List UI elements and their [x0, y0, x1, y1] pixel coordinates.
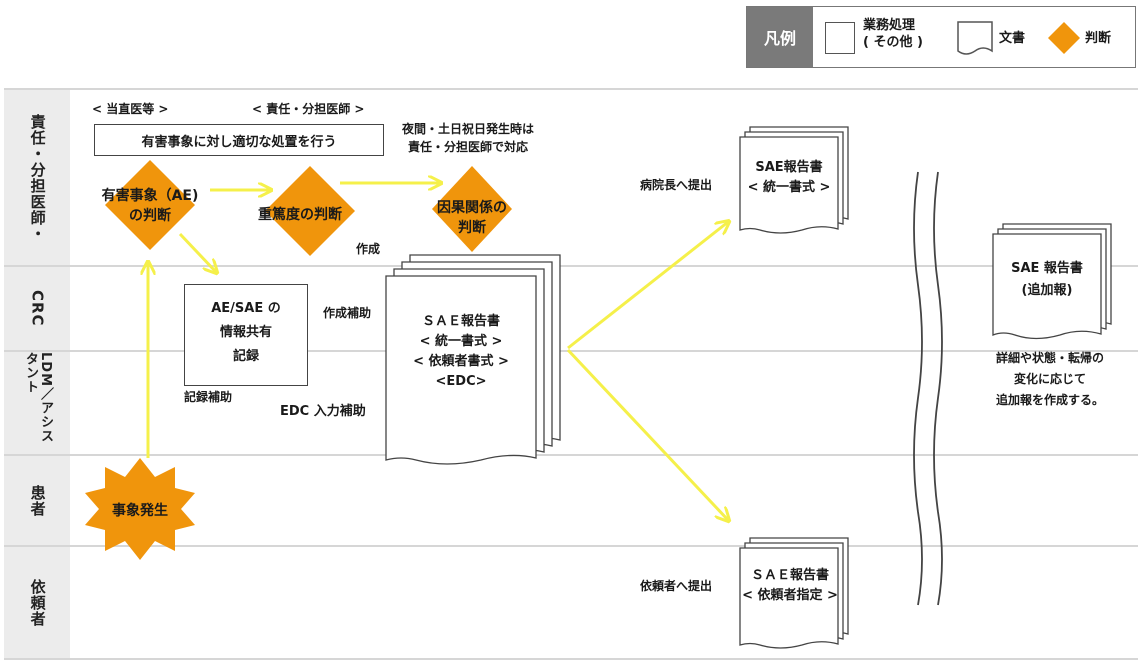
label-followup-line: 詳細や状態・転帰の [995, 351, 1104, 365]
sae-document-followup-line: (追加報) [1021, 283, 1073, 298]
sae-document-director-line: SAE報告書 [755, 160, 823, 175]
sae-document-sponsor-text: ＳＡＥ報告書 < 依頼者指定 > [740, 566, 840, 606]
label-night-line: 責任・分担医師で対応 [408, 140, 529, 154]
legend: 凡例 業務処理 ( その他 ) 文書 判断 [746, 6, 1136, 68]
legend-process-line: ( その他 ) [863, 35, 923, 50]
lane-label-ldm: LDM／アシスタント [4, 352, 70, 454]
legend-process-label: 業務処理 ( その他 ) [863, 17, 923, 51]
lane-label-text: 患者 [28, 484, 47, 517]
time-break-line [913, 171, 923, 606]
lane-label-patient: 患者 [4, 456, 70, 545]
event-text: 事象発生 [112, 503, 168, 519]
decision-causality-line: 因果関係の [437, 200, 507, 216]
sae-document-main-line: < 統一書式 > [419, 334, 503, 349]
lane-header-bg [4, 267, 70, 350]
arrow-to-sponsor [566, 348, 728, 520]
sae-document-followup-text: SAE 報告書 (追加報) [993, 258, 1101, 302]
lane-label-crc: CRC [4, 267, 70, 350]
label-create: 作成 [356, 242, 381, 256]
sae-document-director-text: SAE報告書 < 統一書式 > [740, 158, 838, 198]
sae-document-followup-line: SAE 報告書 [1011, 261, 1083, 276]
legend-decision-swatch [1048, 22, 1080, 54]
label-night-line: 夜間・土日祝日発生時は [402, 122, 535, 136]
legend-title: 凡例 [747, 7, 813, 67]
sae-document-sponsor-line: ＳＡＥ報告書 [750, 568, 829, 583]
sae-document-sponsor [739, 537, 849, 649]
label-to-sponsor: 依頼者へ提出 [640, 579, 713, 593]
event-starburst [85, 458, 195, 560]
decision-diamond-ae [105, 160, 195, 250]
lane-divider [4, 265, 1138, 267]
decision-causality-line: 判断 [458, 220, 486, 236]
lane-label-text: 依頼者 [28, 578, 47, 627]
label-responsible-sub: < 責任・分担医師 > [252, 102, 365, 116]
sae-document-director-line: < 統一書式 > [747, 180, 831, 195]
lane-label-text: 責任・分担医師・ [28, 113, 47, 242]
process-info-sharing-box: AE/SAE の 情報共有 記録 [184, 284, 308, 386]
lane-header-bg [4, 90, 70, 265]
decision-diamond-causality [432, 166, 512, 252]
lane-header-bg [4, 456, 70, 545]
lane-label-text: CRC [28, 290, 47, 327]
legend-process-line: 業務処理 [863, 18, 916, 33]
lane-label-sponsor: 依頼者 [4, 547, 70, 658]
label-attending: < 当直医等 > [92, 102, 169, 116]
lane-label-text: LDM／アシスタント [23, 352, 53, 444]
label-record-assist: 記録補助 [184, 390, 233, 404]
label-followup-line: 追加報を作成する。 [995, 393, 1104, 407]
time-break-line [933, 171, 943, 606]
process-info-line: 情報共有 [219, 325, 272, 340]
decision-ae-line: の判断 [129, 208, 171, 224]
label-night-note: 夜間・土日祝日発生時は 責任・分担医師で対応 [402, 120, 534, 156]
lane-divider [4, 545, 1138, 547]
sae-document-main-line: ＳＡＥ報告書 [421, 314, 500, 329]
label-create-assist: 作成補助 [323, 306, 372, 320]
label-followup-line: 変化に応じて [1013, 372, 1086, 386]
sae-document-main-line: <EDC> [435, 374, 487, 389]
decision-ae-line: 有害事象（AE) [101, 188, 199, 204]
sae-document-sponsor-line: < 依頼者指定 > [742, 588, 838, 603]
process-treat-box: 有害事象に対し適切な処置を行う [94, 124, 384, 156]
legend-document-label: 文書 [999, 31, 1026, 46]
label-to-director: 病院長へ提出 [640, 178, 713, 192]
sae-document-main [385, 254, 561, 465]
process-info-line: AE/SAE の [211, 301, 281, 316]
legend-document-swatch [957, 21, 993, 55]
arrow-ae-to-info [178, 232, 216, 272]
lane-divider [4, 454, 1138, 456]
decision-severity-text: 重篤度の判断 [258, 207, 342, 223]
lane-label-responsible: 責任・分担医師・ [4, 90, 70, 265]
decision-ae-text: 有害事象（AE) の判断 [80, 186, 220, 226]
process-info-text: AE/SAE の 情報共有 記録 [185, 297, 307, 369]
arrow-to-director [567, 222, 728, 350]
label-edc-assist: EDC 入力補助 [280, 404, 366, 419]
lane-header-bg [4, 547, 70, 658]
label-followup-note: 詳細や状態・転帰の 変化に応じて 追加報を作成する。 [970, 348, 1130, 411]
decision-causality-text: 因果関係の 判断 [412, 198, 532, 238]
sae-document-followup [992, 223, 1112, 340]
process-treat-text: 有害事象に対し適切な処置を行う [141, 134, 337, 150]
sae-document-director [739, 126, 849, 234]
legend-decision-label: 判断 [1085, 31, 1112, 46]
sae-document-main-text: ＳＡＥ報告書 < 統一書式 > < 依頼者書式 > <EDC> [388, 312, 534, 392]
legend-process-swatch [825, 22, 855, 54]
decision-diamond-severity [265, 166, 355, 256]
lane-header-bg [4, 352, 70, 454]
lane-top-border [4, 88, 1138, 90]
lane-bottom-border [4, 658, 1138, 660]
sae-document-main-line: < 依頼者書式 > [413, 354, 509, 369]
process-info-line: 記録 [232, 349, 259, 364]
